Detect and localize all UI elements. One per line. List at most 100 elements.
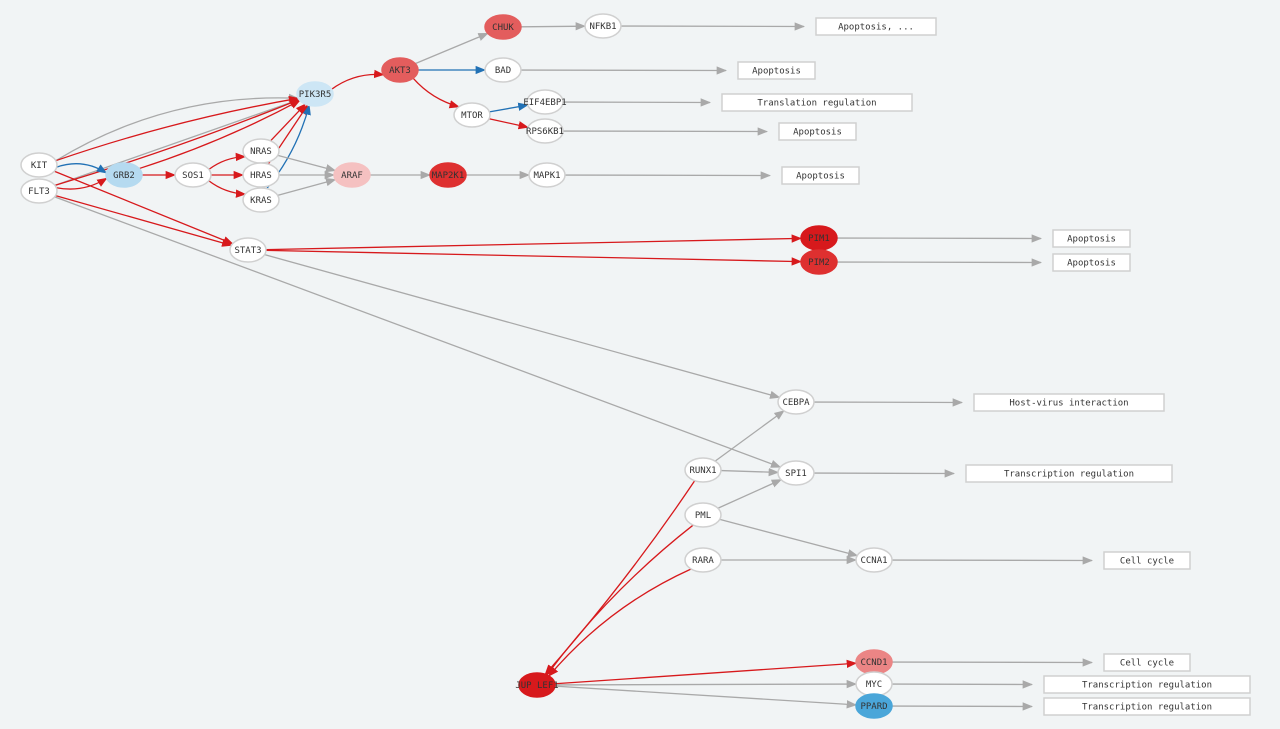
node-kit-shape bbox=[20, 152, 58, 178]
edge-stat3-to-pim2 bbox=[265, 249, 803, 266]
node-cebpa[interactable]: CEBPA bbox=[777, 389, 815, 415]
outcome-label-out-myc: Transcription regulation bbox=[1082, 681, 1212, 691]
node-grb2[interactable]: GRB2 bbox=[105, 162, 143, 188]
node-mapk1-shape bbox=[528, 162, 566, 188]
node-bad[interactable]: BAD bbox=[484, 57, 522, 83]
node-runx1[interactable]: RUNX1 bbox=[684, 457, 722, 483]
node-nfkb1-label: NFKB1 bbox=[589, 22, 616, 32]
node-sos1-label: SOS1 bbox=[182, 171, 204, 181]
outcome-box-out-pim1-frame bbox=[1052, 229, 1131, 248]
edge-kit-to-pik3r5 bbox=[55, 93, 300, 162]
outcome-box-out-rps6kb1[interactable]: Apoptosis bbox=[778, 122, 857, 141]
node-stat3-label: STAT3 bbox=[234, 246, 261, 256]
node-bad-label: BAD bbox=[495, 66, 511, 76]
node-nfkb1[interactable]: NFKB1 bbox=[584, 13, 622, 39]
node-pml-shape bbox=[684, 502, 722, 528]
outcome-box-out-spi1-frame bbox=[965, 464, 1173, 483]
node-grb2-label: GRB2 bbox=[113, 171, 135, 181]
node-hras[interactable]: HRAS bbox=[242, 162, 280, 188]
edge-mtor-to-eif4ebp1 bbox=[489, 102, 529, 113]
node-spi1-label: SPI1 bbox=[785, 469, 807, 479]
outcome-box-out-ppard-frame bbox=[1043, 697, 1251, 716]
node-araf[interactable]: ARAF bbox=[333, 162, 371, 188]
node-pim1-label: PIM1 bbox=[808, 234, 830, 244]
edge-flt3-to-pik3r5 bbox=[54, 98, 301, 187]
outcome-box-out-ppard[interactable]: Transcription regulation bbox=[1043, 697, 1251, 716]
node-stat3[interactable]: STAT3 bbox=[229, 237, 267, 263]
edge-flt3-to-spi1 bbox=[54, 196, 782, 468]
outcome-box-out-pim2[interactable]: Apoptosis bbox=[1052, 253, 1131, 272]
edge-flt3-to-pik3r5 bbox=[54, 98, 301, 187]
outcome-box-out-mapk1[interactable]: Apoptosis bbox=[781, 166, 860, 185]
node-rps6kb1[interactable]: RPS6KB1 bbox=[526, 118, 564, 144]
node-ppard[interactable]: PPARD bbox=[855, 693, 893, 719]
edge-sos1-to-nras bbox=[208, 152, 247, 170]
edge-pik3r5-to-akt3 bbox=[331, 69, 385, 90]
node-mtor[interactable]: MTOR bbox=[453, 102, 491, 128]
node-pml-label: PML bbox=[695, 511, 711, 521]
node-chuk-shape bbox=[484, 14, 522, 40]
node-spi1[interactable]: SPI1 bbox=[777, 460, 815, 486]
edge-pml-to-spi1 bbox=[717, 479, 783, 509]
node-eif4ebp1[interactable]: EIF4EBP1 bbox=[523, 89, 567, 115]
node-rps6kb1-shape bbox=[526, 118, 564, 144]
node-mapk1[interactable]: MAPK1 bbox=[528, 162, 566, 188]
edge-akt3-to-mtor bbox=[412, 77, 460, 109]
outcome-label-out-bad: Apoptosis bbox=[752, 67, 801, 77]
node-myc[interactable]: MYC bbox=[855, 671, 893, 697]
outcome-label-out-mapk1: Apoptosis bbox=[796, 172, 845, 182]
outcome-box-out-ccnd1[interactable]: Cell cycle bbox=[1103, 653, 1191, 672]
edge-rara-to-jup bbox=[548, 568, 692, 677]
outcome-box-out-ccna1[interactable]: Cell cycle bbox=[1103, 551, 1191, 570]
node-jup[interactable]: JUP LEF1 bbox=[515, 672, 559, 698]
node-pik3r5[interactable]: PIK3R5 bbox=[296, 81, 334, 107]
outcome-label-out-ccnd1: Cell cycle bbox=[1120, 659, 1174, 669]
node-kras[interactable]: KRAS bbox=[242, 187, 280, 213]
node-akt3-label: AKT3 bbox=[389, 66, 411, 76]
node-akt3[interactable]: AKT3 bbox=[381, 57, 419, 83]
node-flt3[interactable]: FLT3 bbox=[20, 178, 58, 204]
edge-sos1-to-kras bbox=[208, 180, 247, 198]
edges-layer bbox=[54, 22, 1094, 711]
outcome-box-out-pim1[interactable]: Apoptosis bbox=[1052, 229, 1131, 248]
outcome-label-out-spi1: Transcription regulation bbox=[1004, 470, 1134, 480]
edge-jup-to-myc bbox=[554, 679, 858, 689]
edge-kras-to-araf bbox=[277, 178, 337, 197]
edge-flt3-to-stat3 bbox=[55, 195, 233, 247]
node-pim2[interactable]: PIM2 bbox=[800, 249, 838, 275]
edge-stat3-to-pim1 bbox=[265, 234, 803, 251]
node-ccnd1[interactable]: CCND1 bbox=[855, 649, 893, 675]
node-hras-shape bbox=[242, 162, 280, 188]
node-ppard-shape bbox=[855, 693, 893, 719]
outcome-box-out-myc-frame bbox=[1043, 675, 1251, 694]
node-map2k1[interactable]: MAP2K1 bbox=[429, 162, 467, 188]
outcome-label-out-nfkb1: Apoptosis, ... bbox=[838, 23, 914, 33]
outcome-box-out-nfkb1[interactable]: Apoptosis, ... bbox=[815, 17, 937, 36]
node-rara[interactable]: RARA bbox=[684, 547, 722, 573]
node-chuk-label: CHUK bbox=[492, 23, 514, 33]
outcome-box-out-bad[interactable]: Apoptosis bbox=[737, 61, 816, 80]
edge-mtor-to-rps6kb1 bbox=[488, 118, 529, 130]
outcome-box-out-myc[interactable]: Transcription regulation bbox=[1043, 675, 1251, 694]
node-rara-label: RARA bbox=[692, 556, 714, 566]
outcome-box-out-ccna1-frame bbox=[1103, 551, 1191, 570]
node-kit[interactable]: KIT bbox=[20, 152, 58, 178]
node-chuk[interactable]: CHUK bbox=[484, 14, 522, 40]
node-nras[interactable]: NRAS bbox=[242, 138, 280, 164]
node-runx1-shape bbox=[684, 457, 722, 483]
node-nfkb1-shape bbox=[584, 13, 622, 39]
node-spi1-shape bbox=[777, 460, 815, 486]
node-sos1[interactable]: SOS1 bbox=[174, 162, 212, 188]
node-jup-shape bbox=[518, 672, 556, 698]
node-ccna1[interactable]: CCNA1 bbox=[855, 547, 893, 573]
outcome-box-out-eif4ebp1[interactable]: Translation regulation bbox=[721, 93, 913, 112]
node-pim1[interactable]: PIM1 bbox=[800, 225, 838, 251]
node-runx1-label: RUNX1 bbox=[689, 466, 716, 476]
outcome-box-out-bad-frame bbox=[737, 61, 816, 80]
edge-grb2-to-pik3r5 bbox=[138, 99, 301, 170]
outcome-box-out-spi1[interactable]: Transcription regulation bbox=[965, 464, 1173, 483]
outcome-box-out-ccnd1-frame bbox=[1103, 653, 1191, 672]
node-pml[interactable]: PML bbox=[684, 502, 722, 528]
outcome-box-out-cebpa[interactable]: Host-virus interaction bbox=[973, 393, 1165, 412]
